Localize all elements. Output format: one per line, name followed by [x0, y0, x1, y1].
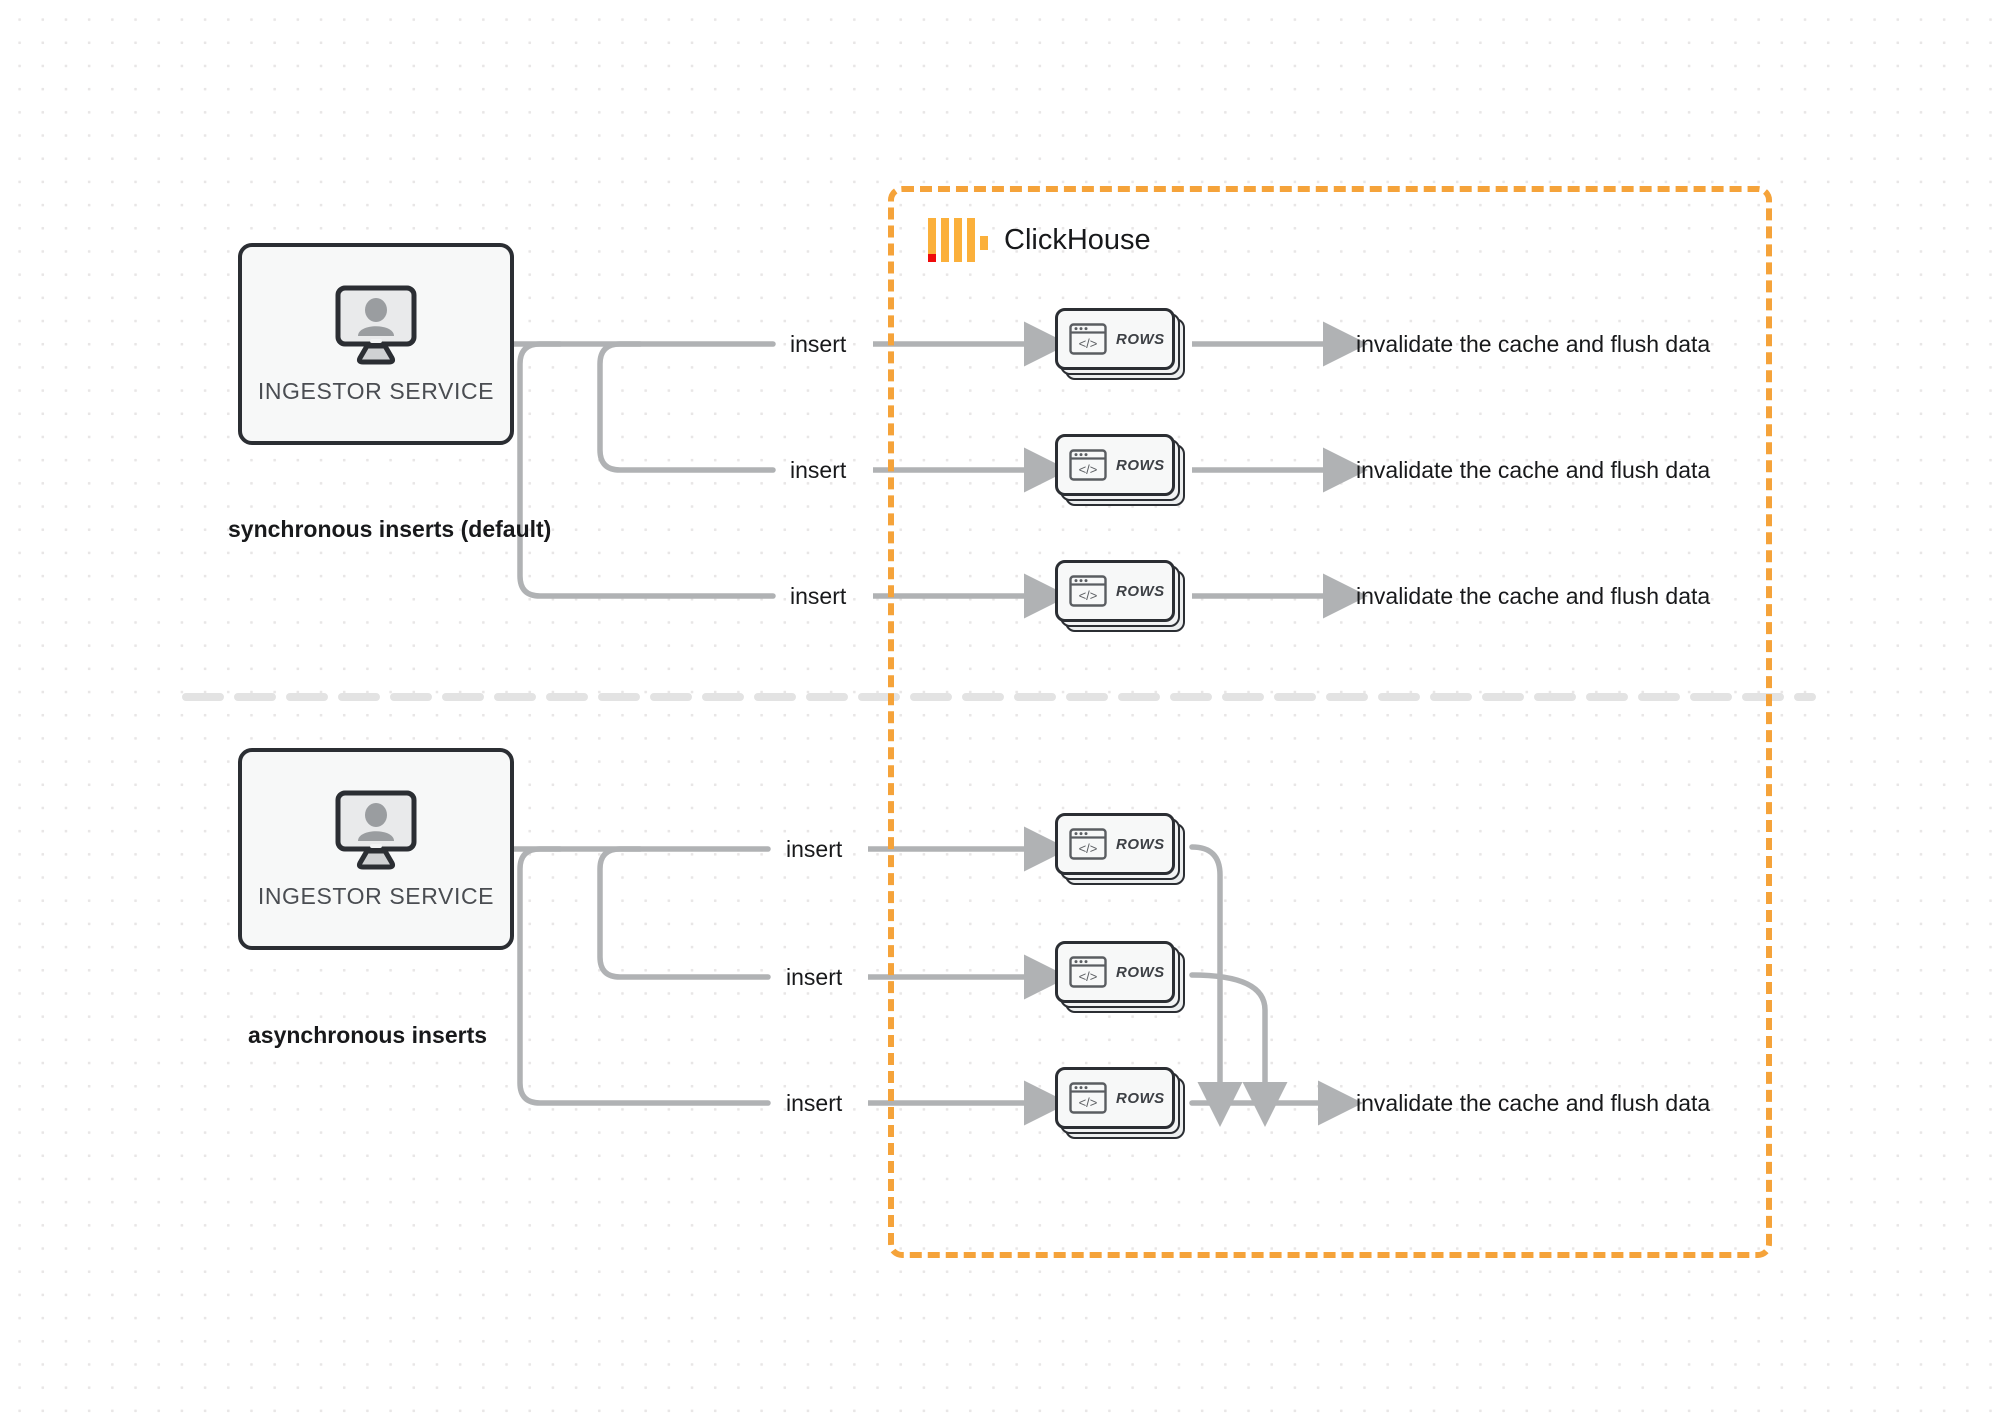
code-window-icon: </>	[1069, 828, 1107, 860]
sync-branch-lines	[509, 341, 776, 599]
rows-card-label: ROWS	[1116, 330, 1165, 348]
clickhouse-boundary	[888, 186, 1772, 1258]
rows-card-sync-2[interactable]: </> ROWS	[1055, 434, 1185, 506]
caption-asynchronous: asynchronous inserts	[248, 1022, 488, 1048]
rows-card-front: </> ROWS	[1055, 560, 1175, 622]
svg-text:</>: </>	[1079, 1095, 1098, 1110]
ingestor-service-asynchronous[interactable]: INGESTOR SERVICE	[238, 748, 514, 950]
code-window-icon: </>	[1069, 323, 1107, 355]
svg-text:</>: </>	[1079, 841, 1098, 856]
ingestor-service-label: INGESTOR SERVICE	[257, 377, 495, 404]
insert-label-async-2: insert	[786, 964, 843, 990]
rows-card-label: ROWS	[1116, 1089, 1165, 1107]
code-window-icon: </>	[1069, 1082, 1107, 1114]
rows-card-front: </> ROWS	[1055, 1067, 1175, 1129]
rows-card-async-3[interactable]: </> ROWS	[1055, 1067, 1185, 1139]
ingestor-service-synchronous[interactable]: INGESTOR SERVICE	[238, 243, 514, 445]
code-window-icon: </>	[1069, 449, 1107, 481]
rows-card-label: ROWS	[1116, 456, 1165, 474]
rows-card-front: </> ROWS	[1055, 434, 1175, 496]
insert-label-async-1: insert	[786, 836, 843, 862]
result-label-sync-1: invalidate the cache and flush data	[1356, 331, 1711, 357]
rows-card-label: ROWS	[1116, 582, 1165, 600]
rows-card-sync-3[interactable]: </> ROWS	[1055, 560, 1185, 632]
result-label-sync-3: invalidate the cache and flush data	[1356, 583, 1711, 609]
svg-text:</>: </>	[1079, 462, 1098, 477]
rows-card-front: </> ROWS	[1055, 941, 1175, 1003]
rows-card-async-2[interactable]: </> ROWS	[1055, 941, 1185, 1013]
rows-card-label: ROWS	[1116, 835, 1165, 853]
svg-text:</>: </>	[1079, 336, 1098, 351]
monitor-user-icon	[335, 790, 417, 869]
caption-synchronous: synchronous inserts (default)	[228, 516, 552, 542]
rows-card-label: ROWS	[1116, 963, 1165, 981]
rows-card-async-1[interactable]: </> ROWS	[1055, 813, 1185, 885]
svg-text:</>: </>	[1079, 969, 1098, 984]
insert-label-async-3: insert	[786, 1090, 843, 1116]
insert-label-sync-3: insert	[790, 583, 847, 609]
insert-label-sync-2: insert	[790, 457, 847, 483]
clickhouse-logo-icon	[928, 218, 988, 262]
rows-card-sync-1[interactable]: </> ROWS	[1055, 308, 1185, 380]
svg-text:</>: </>	[1079, 588, 1098, 603]
monitor-user-icon	[335, 285, 417, 364]
code-window-icon: </>	[1069, 575, 1107, 607]
rows-card-front: </> ROWS	[1055, 308, 1175, 370]
insert-label-sync-1: insert	[790, 331, 847, 357]
rows-card-front: </> ROWS	[1055, 813, 1175, 875]
result-label-sync-2: invalidate the cache and flush data	[1356, 457, 1711, 483]
ingestor-service-label: INGESTOR SERVICE	[257, 882, 495, 909]
async-branch-lines	[509, 846, 771, 1106]
clickhouse-header: ClickHouse	[928, 218, 1151, 262]
code-window-icon: </>	[1069, 956, 1107, 988]
result-label-async-merged: invalidate the cache and flush data	[1356, 1090, 1711, 1116]
clickhouse-title: ClickHouse	[1004, 223, 1151, 256]
